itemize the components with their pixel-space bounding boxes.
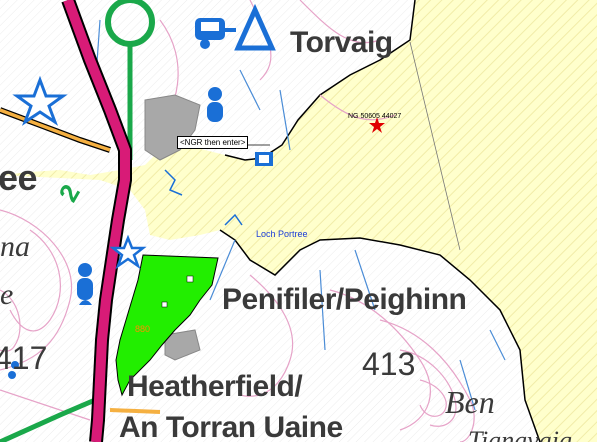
place-label-an-torran-uaine: An Torran Uaine — [119, 411, 343, 442]
building-marker — [161, 301, 168, 308]
viewpoint-star-icon[interactable] — [12, 75, 68, 126]
place-label-partial-e: e — [0, 278, 14, 311]
place-label-torvaig: Torvaig — [290, 26, 393, 59]
main-road — [61, 0, 132, 442]
viewpoint-icon-2[interactable] — [77, 263, 93, 305]
walk-icon[interactable] — [8, 361, 19, 379]
side-road-south — [109, 408, 161, 414]
ngr-input-prompt[interactable]: <NGR then enter> — [177, 136, 249, 149]
place-label-tianavaig: Tianavaig — [468, 426, 573, 442]
highlighted-parcel[interactable] — [115, 254, 219, 397]
shoreline-detail — [164, 169, 183, 196]
area-value-label: 880 — [135, 324, 151, 334]
place-label-heatherfield: Heatherfield/ — [127, 370, 303, 403]
place-label-penifiler: Penifiler/Peighinn — [222, 283, 467, 316]
grid-reference-label: NG 50605 44027 — [348, 113, 402, 120]
campsite-icon[interactable] — [234, 3, 276, 51]
green-route — [0, 0, 155, 442]
coastline-north — [224, 0, 416, 161]
red-star-marker-icon[interactable] — [369, 117, 385, 133]
viewpoint-star-icon-2[interactable] — [109, 234, 147, 270]
place-label-partial-ee: ee — [0, 157, 38, 198]
place-label-ben: Ben — [445, 384, 495, 420]
parking-icon[interactable] — [255, 152, 273, 166]
coastline-south — [219, 229, 541, 442]
caravan-site-icon[interactable] — [195, 18, 236, 49]
viewpoint-icon[interactable] — [207, 87, 223, 122]
building-marker — [186, 275, 194, 283]
contour-lines — [0, 0, 475, 442]
side-road-fill — [0, 108, 111, 152]
water-label-loch-portree: Loch Portree — [256, 229, 308, 239]
place-label-partial-na: na — [0, 230, 30, 263]
built-up-area-2 — [164, 329, 201, 361]
grid-line — [409, 41, 461, 251]
land-north — [0, 0, 415, 175]
height-label-413: 413 — [362, 346, 416, 382]
height-label-417: 417 — [0, 340, 48, 376]
shoreline-detail — [224, 213, 243, 226]
